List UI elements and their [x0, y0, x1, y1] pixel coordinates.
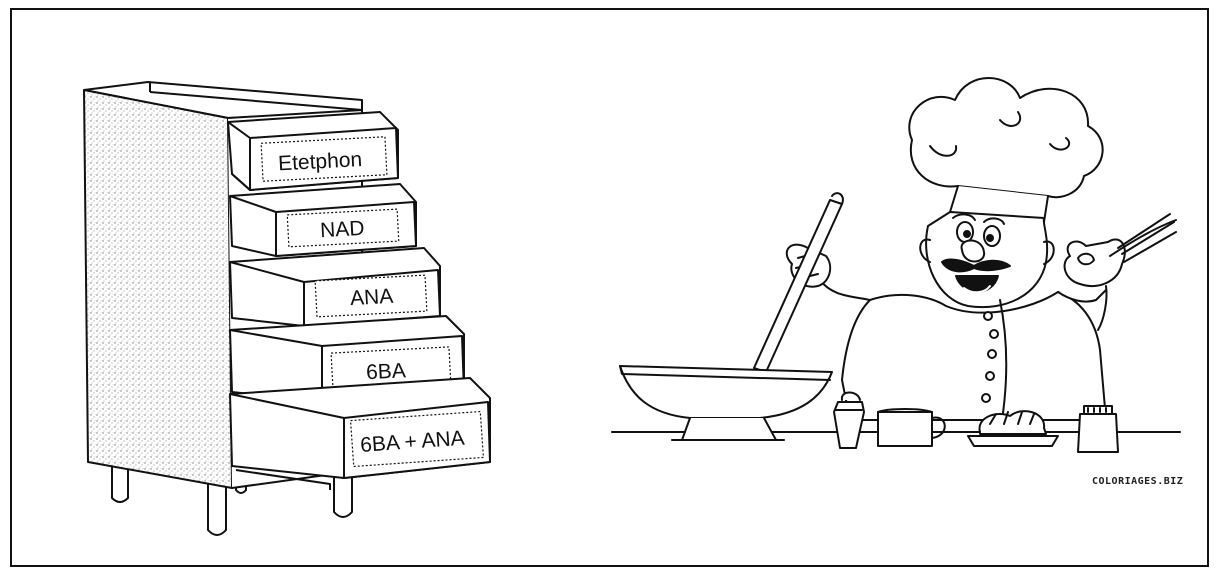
drawer-label-4: 6BA	[366, 359, 407, 384]
chef-head	[920, 212, 1054, 307]
drawer-cabinet-illustration	[84, 82, 490, 535]
chef-hat	[909, 78, 1102, 222]
jar	[1078, 406, 1118, 452]
mixing-bowl	[620, 366, 832, 440]
drawer-label-3: ANA	[350, 285, 394, 310]
chef-illustration	[612, 78, 1180, 452]
watermark-logo: COLORIAGES.BIZ	[1092, 476, 1183, 487]
drawer-label-1: Etetphon	[278, 148, 363, 175]
drawer-label-2: NAD	[320, 217, 365, 242]
